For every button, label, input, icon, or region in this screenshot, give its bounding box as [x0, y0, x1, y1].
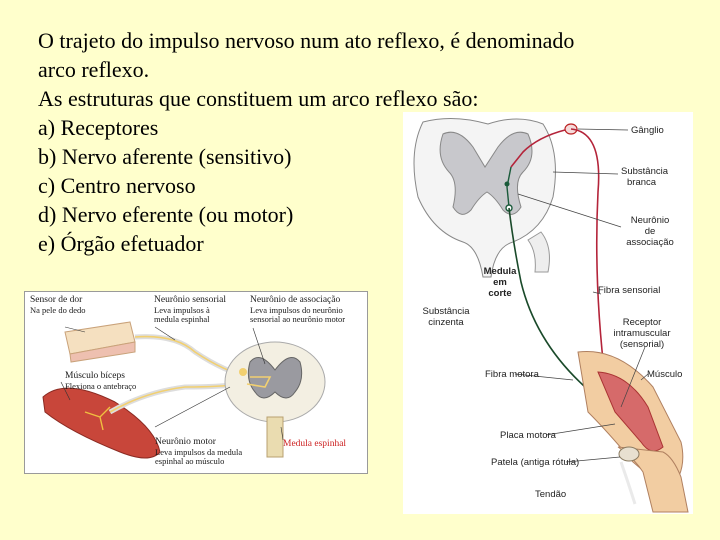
label-medula-1: Medula — [483, 266, 517, 277]
muscle — [597, 371, 664, 452]
label-neur-assoc-2: Leva impulsos do neurônio — [250, 305, 343, 315]
label-musculo: Músculo — [647, 369, 683, 380]
label-tendao: Tendão — [535, 489, 567, 500]
tendon — [619, 461, 637, 505]
label-neur-motor-2: Leva impulsos da medula — [155, 447, 243, 457]
label-neur-sens-3: medula espinhal — [154, 314, 210, 324]
label-medula-3: corte — [488, 288, 512, 299]
label-medula-espinhal: Medula espinhal — [283, 439, 347, 449]
sensory-ganglion-icon — [239, 368, 247, 376]
sensory-fiber — [570, 128, 609, 403]
label-neur-motor-3: espinhal ao músculo — [155, 456, 225, 466]
pain-reflex-diagram: Sensor de dor Na pele do dedo Neurônio s… — [24, 291, 368, 474]
label-sensor-2: Na pele do dedo — [30, 305, 86, 315]
label-neur-sens-2: Leva impulsos à — [154, 305, 210, 315]
label-substancia-branca-2: branca — [627, 177, 657, 188]
label-ganglio: Gânglio — [631, 125, 664, 136]
main-text: O trajeto do impulso nervoso num ato ref… — [38, 26, 678, 258]
list-item-d: d) Nervo eferente (ou motor) — [38, 202, 294, 227]
label-substancia-branca-1: Substância — [621, 166, 669, 177]
label-neur-assoc-1: Neurônio de associação — [250, 295, 341, 305]
label-fibra-motora: Fibra motora — [485, 369, 539, 380]
label-sensor-1: Sensor de dor — [30, 295, 83, 305]
label-receptor-3: (sensorial) — [619, 339, 665, 350]
intro-line-2: arco reflexo. — [38, 57, 150, 82]
spinal-gray-matter — [247, 357, 303, 399]
label-substancia-cinzenta-1: Substância — [422, 306, 470, 317]
label-neuronio-assoc-2: de — [644, 226, 656, 237]
nerve-root — [527, 231, 550, 273]
label-receptor-2: intramuscular — [613, 328, 671, 339]
label-neur-motor-1: Neurônio motor — [155, 437, 216, 447]
intro-line-3: As estruturas que constituem um arco ref… — [38, 86, 479, 111]
list-item-c: c) Centro nervoso — [38, 173, 196, 198]
label-musculo-2: Flexiona o antebraço — [65, 381, 137, 391]
label-musculo-1: Músculo bíceps — [65, 371, 125, 381]
label-receptor-1: Receptor — [622, 317, 662, 328]
knee-reflex-diagram: Gânglio Substância branca Neurônio de as… — [403, 112, 693, 514]
label-neur-assoc-3: sensorial ao neurônio motor — [250, 314, 346, 324]
association-neuron — [506, 166, 512, 208]
label-neuronio-assoc-3: associação — [626, 237, 674, 248]
leader-lines — [514, 128, 649, 463]
label-placa-motora: Placa motora — [500, 430, 556, 441]
patella — [618, 446, 640, 462]
list-item-b: b) Nervo aferente (sensitivo) — [38, 144, 292, 169]
label-neuronio-assoc-1: Neurônio — [630, 215, 670, 226]
pain-reflex-illustration — [42, 321, 326, 459]
gray-matter — [439, 131, 533, 215]
label-patela: Patela (antiga rótula) — [491, 457, 580, 468]
label-substancia-cinzenta-2: cinzenta — [428, 317, 464, 328]
list-item-a: a) Receptores — [38, 115, 159, 140]
spinal-column — [266, 416, 284, 458]
intro-line-1: O trajeto do impulso nervoso num ato ref… — [38, 28, 575, 53]
leader-lines-left — [60, 326, 284, 441]
label-fibra-sensorial: Fibra sensorial — [598, 285, 661, 296]
label-neur-sens-1: Neurônio sensorial — [154, 295, 227, 305]
knee-reflex-illustration — [413, 117, 689, 513]
list-item-e: e) Órgão efetuador — [38, 231, 204, 256]
label-medula-2: em — [493, 277, 507, 288]
